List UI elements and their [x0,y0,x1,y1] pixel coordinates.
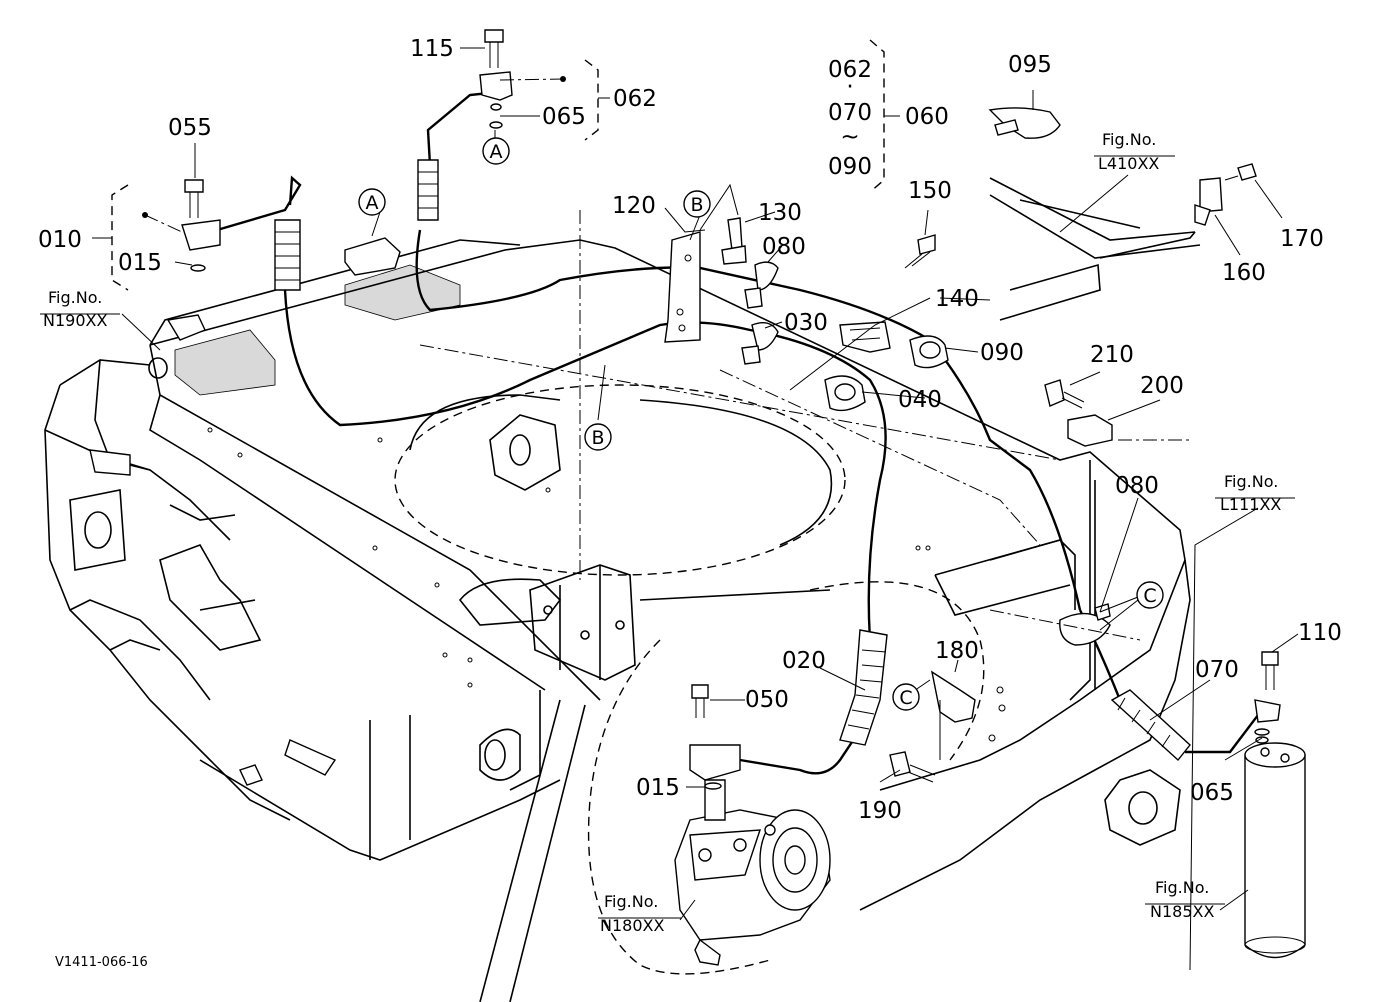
part-150-label: 150 [908,178,952,204]
small-parts [142,29,1279,790]
part-095-label: 095 [1008,52,1052,78]
machine-frame [44,239,1191,1002]
group-060-list-090: 090 [828,154,872,180]
part-080-label-top: 080 [762,234,806,260]
fig-ref-l410: Fig.No. L410XX [1094,130,1175,173]
fig-ref-l410-code: L410XX [1098,154,1159,173]
ref-letter-a-top: A [490,141,503,163]
fig-ref-l111-code: L111XX [1220,495,1281,514]
part-090-label: 090 [980,340,1024,366]
fig-ref-l111-label: Fig.No. [1224,472,1278,491]
part-040-label: 040 [898,387,942,413]
fig-ref-n185: Fig.No. N185XX [1145,878,1225,921]
part-140-label: 140 [935,286,979,312]
leader-lines [92,39,1299,971]
ref-letter-b-deck: B [591,427,604,449]
part-015-label-bottom: 015 [636,775,680,801]
part-200-label: 200 [1140,373,1184,399]
diagram-code: V1411-066-16 [55,955,148,970]
fig-ref-n180-code: N180XX [600,916,664,935]
part-115-label: 115 [410,36,454,62]
group-062-label: 062 [613,86,657,112]
fig-ref-n190-label: Fig.No. [48,288,102,307]
group-060-list-dot: · [846,74,853,100]
part-065-label-bottom: 065 [1190,780,1234,806]
part-065-label-top: 065 [542,104,586,130]
group-060-list-062: 062 [828,57,872,83]
ref-letter-b-top: B [690,194,703,216]
part-130-label: 130 [758,200,802,226]
fig-ref-n190: Fig.No. N190XX [40,288,120,330]
fig-ref-l111: Fig.No. L111XX [1215,472,1295,514]
group-060-list-070: 070 [828,100,872,126]
ref-circles [358,137,1164,711]
part-030-label: 030 [784,310,828,336]
fig-ref-n180: Fig.No. N180XX [598,892,682,935]
fig-ref-n180-label: Fig.No. [604,892,658,911]
condenser-assembly [148,237,521,396]
part-110-label: 110 [1298,620,1342,646]
receiver-drier [1244,699,1306,959]
fig-ref-n190-code: N190XX [43,311,107,330]
ref-letter-c-right: C [1143,585,1156,607]
ref-letter-c-lower: C [899,687,912,709]
part-160-label: 160 [1222,260,1266,286]
fig-ref-l410-label: Fig.No. [1102,130,1156,149]
part-190-label: 190 [858,798,902,824]
part-210-label: 210 [1090,342,1134,368]
compressor [674,744,831,966]
group-060-label: 060 [905,104,949,130]
part-120-label: 120 [612,193,656,219]
part-050-label: 050 [745,687,789,713]
ref-letter-a-deck: A [366,192,379,214]
part-020-label: 020 [782,648,826,674]
part-080-label-right: 080 [1115,473,1159,499]
part-070-label: 070 [1195,657,1239,683]
part-170-label: 170 [1280,226,1324,252]
part-180-label: 180 [935,638,979,664]
part-055-label: 055 [168,115,212,141]
fig-ref-n185-label: Fig.No. [1155,878,1209,897]
part-015-label-top: 015 [118,250,162,276]
fig-ref-n185-code: N185XX [1150,902,1214,921]
group-060-list-tilde: ~ [840,124,859,150]
group-010-label: 010 [38,227,82,253]
hose-routing [199,90,1271,775]
